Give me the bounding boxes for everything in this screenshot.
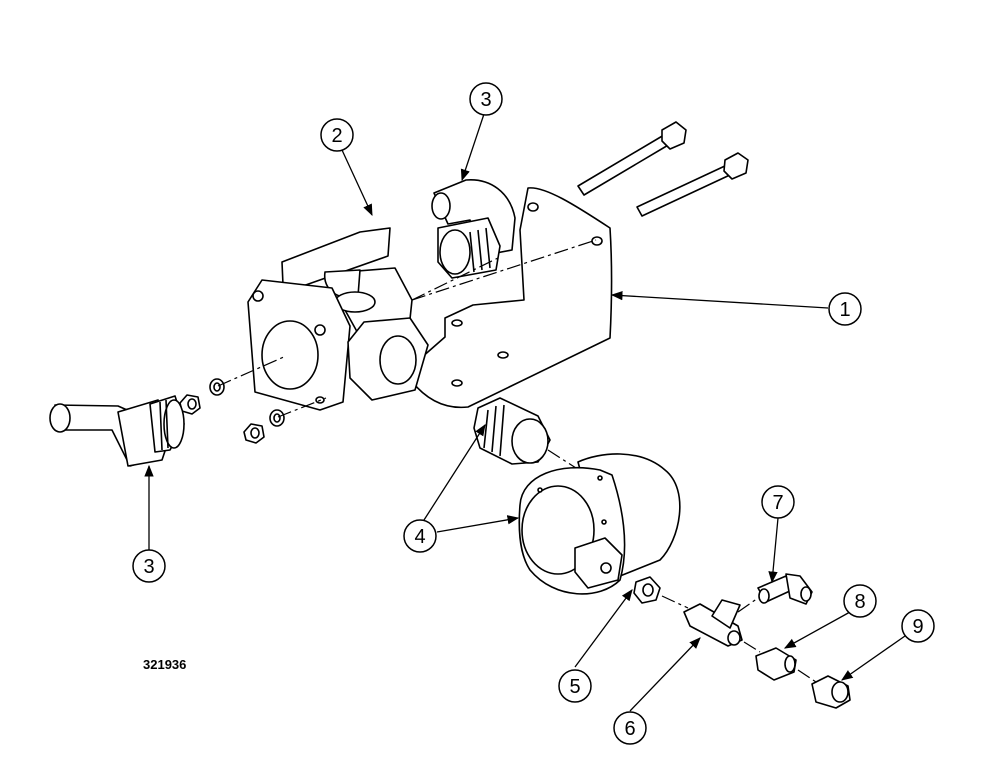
callout-2-circle xyxy=(320,118,354,152)
callout-6-label: 6 xyxy=(624,718,635,740)
callout-3-bottom-label: 3 xyxy=(143,556,154,578)
centerline-bracket xyxy=(411,239,597,301)
leader-9 xyxy=(841,635,906,681)
pump-motor xyxy=(518,453,681,595)
centerline-washers-lower xyxy=(277,397,327,418)
elbow-connector xyxy=(757,573,813,605)
callout-2-label: 2 xyxy=(331,125,342,147)
callout-7-label: 7 xyxy=(772,492,783,514)
centerline-cap xyxy=(797,669,817,683)
callout-3-bottom-circle xyxy=(132,549,166,583)
callout-6-circle xyxy=(613,711,647,745)
end-cap xyxy=(811,675,851,709)
nut-lower xyxy=(243,423,265,444)
drawing-number: 321936 xyxy=(143,657,187,672)
callout-5-circle xyxy=(558,669,592,703)
leader-2 xyxy=(341,149,373,217)
callout-3-top-label: 3 xyxy=(480,89,491,111)
leader-5 xyxy=(574,589,633,668)
centerline-tee xyxy=(661,595,689,609)
elbow-fitting-bottom xyxy=(49,395,185,467)
callout-7-circle xyxy=(761,485,795,519)
callout-3-top-circle xyxy=(469,82,503,116)
centerline-top-fitting xyxy=(411,257,499,301)
straight-adapter xyxy=(755,647,797,681)
bolt-upper xyxy=(577,121,687,196)
leader-7 xyxy=(768,517,779,584)
leader-4a xyxy=(423,424,486,521)
callout-9-label: 9 xyxy=(912,616,923,638)
washer-lower xyxy=(269,409,285,427)
leader-1 xyxy=(610,290,829,309)
bolt-lower xyxy=(636,152,749,217)
callout-1-circle xyxy=(828,292,862,326)
callout-4-label: 4 xyxy=(414,526,425,548)
callout-8-circle xyxy=(843,584,877,618)
leader-4b xyxy=(436,515,520,533)
callout-4-circle xyxy=(403,519,437,553)
tee-fitting xyxy=(683,599,743,647)
nipple-fitting xyxy=(473,397,551,465)
callout-8-label: 8 xyxy=(854,591,865,613)
leader-6 xyxy=(629,637,701,712)
callout-5-label: 5 xyxy=(569,676,580,698)
centerline-pump xyxy=(547,449,577,469)
callout-1-label: 1 xyxy=(839,299,850,321)
leader-3-top xyxy=(460,113,485,182)
mounting-bracket xyxy=(404,187,613,409)
callout-9-circle xyxy=(901,609,935,643)
centerline-elbow xyxy=(737,597,759,613)
centerline-washers-upper xyxy=(217,355,287,387)
bushing xyxy=(633,576,661,604)
centerline-adapter xyxy=(743,641,761,653)
leader-8 xyxy=(783,611,851,649)
elbow-fitting-top xyxy=(431,179,516,279)
ball-valve xyxy=(247,227,429,411)
washer-upper xyxy=(209,378,225,396)
